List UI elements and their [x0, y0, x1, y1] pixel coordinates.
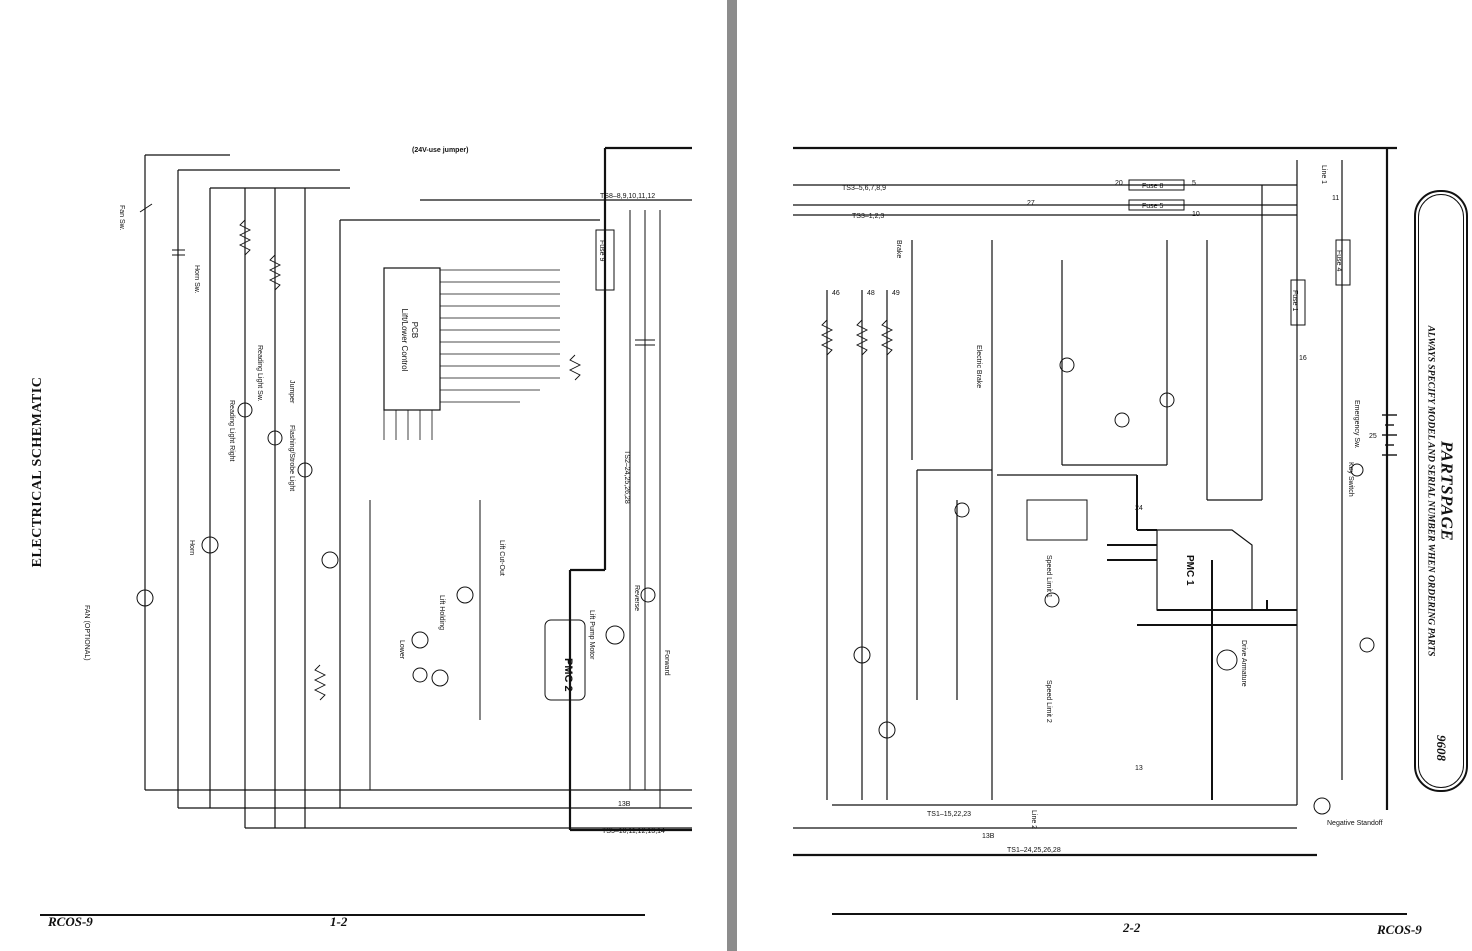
label-negative-standoff: Negative Standoff [1327, 820, 1383, 827]
wire-num: 5 [1192, 180, 1196, 187]
label-emergency-sw: Emergency Sw. [1353, 400, 1360, 449]
label-horn: Horn [188, 540, 195, 555]
pcb-sublabel: Lift/Lower Control [400, 309, 409, 372]
label-lift-cutout: Lift Cut-Out [498, 540, 505, 576]
footer-code: RCOS-9 [48, 914, 93, 929]
label-brake: Brake [895, 240, 902, 258]
fuse-4-label: Fuse 4 [1335, 250, 1342, 272]
wire-num: 10 [1192, 211, 1200, 218]
bus-label-ts2: TS2–24,25,26,28 [623, 450, 630, 504]
wire-num: 24 [1135, 505, 1143, 512]
wire-num: 13 [1135, 765, 1143, 772]
pmc-label-left: PMC 2 [562, 658, 574, 692]
right-page: PMC 1 Fuse 8 Fuse 5 Fuse 4 Fuse 1 [737, 0, 1472, 951]
fuse-8-label: Fuse 8 [1142, 183, 1164, 190]
banner-brand: PARTSPAGE [1437, 440, 1457, 542]
label-drive-armature: Drive Armature [1240, 640, 1247, 687]
wire-num: 46 [832, 290, 840, 297]
pcb-label: PCB [410, 322, 419, 338]
partspage-banner: PARTSPAGE ALWAYS SPECIFY MODEL AND SERIA… [1414, 190, 1468, 792]
bus-label-13b: 13B [618, 801, 631, 808]
label-fan-sw: Fan Sw. [118, 205, 125, 230]
label-fan-optional: FAN (OPTIONAL) [83, 605, 90, 661]
bus-label-ts1b: TS1–24,25,26,28 [1007, 847, 1061, 854]
label-reading-light-sw: Reading Light Sw. [256, 345, 263, 401]
wire-num: 25 [1369, 433, 1377, 440]
label-speed-limit-1: Speed Limit 1 [1045, 555, 1052, 598]
wire-num: 20 [1115, 180, 1123, 187]
right-schematic: PMC 1 Fuse 8 Fuse 5 Fuse 4 Fuse 1 [793, 146, 1397, 857]
label-key-switch: Key Switch [1347, 462, 1354, 497]
label-fuse-9: Fuse 9 [598, 240, 605, 262]
label-line-1: Line 1 [1320, 165, 1327, 184]
wire-num: 49 [892, 290, 900, 297]
pmc-label-right: PMC 1 [1184, 555, 1195, 586]
footer-rule [832, 913, 1407, 915]
banner-note: ALWAYS SPECIFY MODEL AND SERIAL NUMBER W… [1425, 325, 1436, 657]
label-forward: Forward [663, 650, 670, 676]
label-lift-pump-motor: Lift Pump Motor [588, 610, 595, 660]
fuse-1-label: Fuse 1 [1291, 290, 1298, 312]
bus-label-13b: 13B [982, 833, 995, 840]
label-lift-holding: Lift Holding [438, 595, 445, 630]
bus-label-ts3a: TS3–5,6,7,8,9 [842, 185, 886, 192]
left-page: ELECTRICAL SCHEMATIC [0, 0, 727, 951]
bus-label-ts3b: TS3–1,2,3 [852, 213, 884, 220]
wire-num: 16 [1299, 355, 1307, 362]
label-horn-sw: Horn Sw. [193, 265, 200, 293]
label-reading-light-right: Reading Light Right [228, 400, 235, 462]
wire-num: 48 [867, 290, 875, 297]
label-speed-limit-2: Speed Limit 2 [1045, 680, 1052, 723]
fuse-5-label: Fuse 5 [1142, 203, 1164, 210]
label-line-2: Line 2 [1030, 810, 1037, 829]
label-electric-brake: Electric Brake [975, 345, 982, 388]
banner-number: 9608 [1434, 735, 1449, 761]
wire-num: 11 [1332, 195, 1339, 202]
left-schematic: PCB Lift/Lower Control [83, 146, 692, 835]
page-number: 1-2 [330, 914, 348, 929]
label-lower: Lower [398, 640, 405, 660]
bus-label-ts5: TS5–10,11,12,13,14 [602, 828, 665, 835]
wire-num: 27 [1027, 200, 1035, 207]
page-number: 2-2 [1123, 920, 1141, 935]
footer-code: RCOS-9 [1377, 922, 1422, 937]
footer-rule [40, 914, 645, 916]
label-jumper: Jumper [288, 380, 295, 404]
label-strobe: Flashing/Strobe Light [288, 425, 295, 491]
label-reverse: Reverse [633, 585, 640, 611]
bus-label-ts1a: TS1–15,22,23 [927, 811, 971, 818]
jumper-note: (24V-use jumper) [412, 147, 468, 154]
bus-label-ts8: TS8–8,9,10,11,12 [600, 193, 655, 200]
